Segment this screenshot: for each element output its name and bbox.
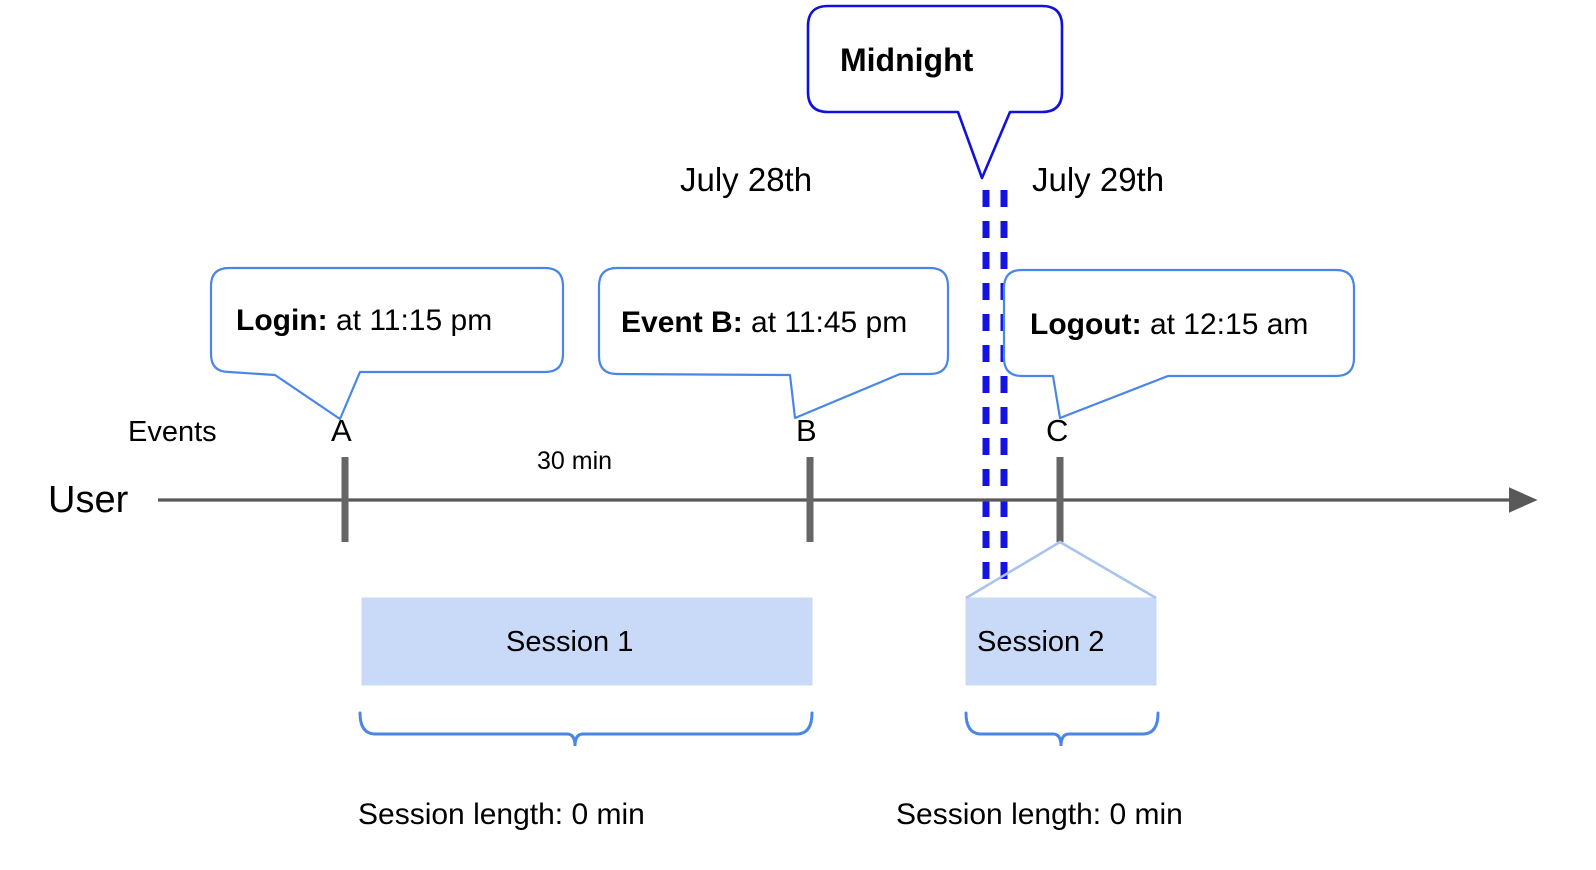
midnight-callout-label: Midnight [840, 42, 974, 78]
event-tick-marks [341, 457, 1064, 542]
session-2-label: Session 2 [977, 626, 1105, 658]
date-label-july-28: July 28th [680, 161, 813, 198]
event-b-callout-lead: Event B: [621, 306, 743, 339]
logout-callout-lead: Logout: [1030, 308, 1142, 341]
session-1-brace [358, 711, 814, 747]
login-callout-lead: Login: [236, 304, 328, 337]
event-marker-label-a: A [331, 413, 352, 448]
login-callout-detail: at 11:15 pm [327, 304, 493, 337]
event-b-callout-shape [597, 266, 950, 420]
gap-duration-label: 30 min [537, 447, 613, 475]
date-label-july-29: July 29th [1032, 161, 1165, 198]
row-label-user: User [48, 479, 129, 521]
login-callout-text: Login: at 11:15 pm [236, 306, 492, 336]
logout-callout-shape [1002, 268, 1356, 420]
event-b-callout-detail: at 11:45 pm [742, 306, 908, 339]
logout-callout-text: Logout: at 12:15 am [1030, 310, 1308, 340]
midnight-dashed-lines [982, 190, 1008, 590]
midnight-callout-shape [806, 4, 1064, 180]
session-2-brace [964, 711, 1160, 747]
logout-callout-detail: at 12:15 am [1141, 308, 1309, 341]
row-label-events: Events [128, 416, 217, 448]
event-marker-label-b: B [796, 413, 817, 448]
event-b-callout-text: Event B: at 11:45 pm [621, 308, 907, 338]
session-1-block [361, 597, 813, 686]
event-marker-label-c: C [1046, 413, 1069, 448]
session-2-length-label: Session length: 0 min [896, 798, 1183, 831]
session-2-block [965, 540, 1157, 686]
login-callout-shape [209, 266, 565, 421]
session-1-length-label: Session length: 0 min [358, 798, 645, 831]
session-1-label: Session 1 [506, 626, 634, 658]
